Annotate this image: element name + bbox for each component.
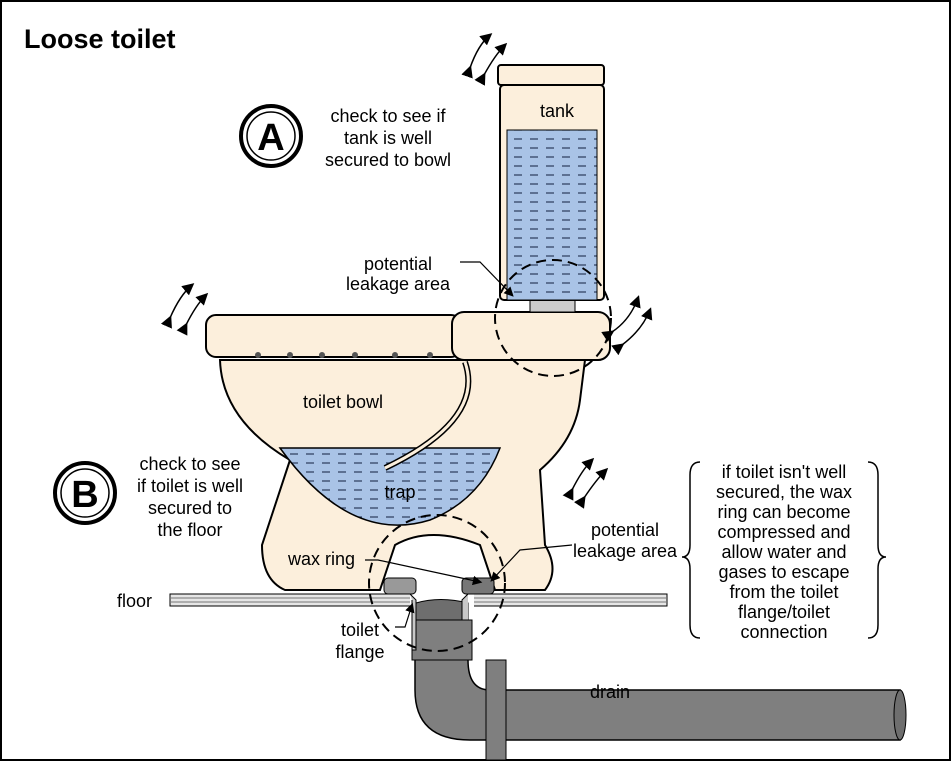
svg-text:the floor: the floor — [157, 520, 222, 540]
svg-text:if toilet isn't well: if toilet isn't well — [722, 462, 846, 482]
movement-arrows-icon — [160, 33, 653, 509]
svg-text:A: A — [257, 117, 284, 159]
svg-text:tank is well: tank is well — [344, 128, 432, 148]
svg-text:connection: connection — [740, 622, 827, 642]
drain-label: drain — [590, 682, 630, 702]
toilet-flange-label-2: flange — [335, 642, 384, 662]
toilet-bowl-body — [205, 311, 611, 591]
svg-text:flange/toilet: flange/toilet — [738, 602, 830, 622]
svg-text:from the toilet: from the toilet — [729, 582, 838, 602]
note-text: if toilet isn't well secured, the wax ri… — [716, 462, 852, 642]
toilet-bowl-label: toilet bowl — [303, 392, 383, 412]
tank — [497, 64, 605, 313]
svg-text:secured, the wax: secured, the wax — [716, 482, 852, 502]
svg-text:gases to escape: gases to escape — [718, 562, 849, 582]
tank-label: tank — [540, 101, 575, 121]
step-b-text: check to see if toilet is well secured t… — [137, 454, 243, 540]
svg-text:if toilet is well: if toilet is well — [137, 476, 243, 496]
leak-lower-label-2: leakage area — [573, 541, 678, 561]
leak-upper-label-1: potential — [364, 254, 432, 274]
svg-text:compressed and: compressed and — [717, 522, 850, 542]
leak-upper-label-2: leakage area — [346, 274, 451, 294]
svg-text:secured to: secured to — [148, 498, 232, 518]
svg-text:check to see if: check to see if — [330, 106, 446, 126]
right-brace — [867, 461, 887, 639]
leak-lower-label-1: potential — [591, 520, 659, 540]
floor-label: floor — [117, 591, 152, 611]
leader-lines — [365, 261, 573, 628]
step-a-text: check to see if tank is well secured to … — [325, 106, 451, 170]
floor — [169, 592, 668, 608]
svg-text:secured to bowl: secured to bowl — [325, 150, 451, 170]
leakage-area-lower — [368, 514, 506, 652]
title: Loose toilet — [24, 24, 176, 54]
svg-text:ring can become: ring can become — [717, 502, 850, 522]
wax-ring-label: wax ring — [287, 549, 355, 569]
toilet-flange-label-1: toilet — [341, 620, 379, 640]
svg-text:check to see: check to see — [139, 454, 240, 474]
step-a-badge: A — [239, 104, 303, 168]
step-b-badge: B — [53, 461, 117, 525]
trap-label: trap — [384, 482, 415, 502]
svg-text:B: B — [71, 474, 98, 516]
wax-ring-flange — [383, 577, 495, 651]
svg-text:allow water and: allow water and — [721, 542, 846, 562]
left-brace — [681, 461, 701, 639]
